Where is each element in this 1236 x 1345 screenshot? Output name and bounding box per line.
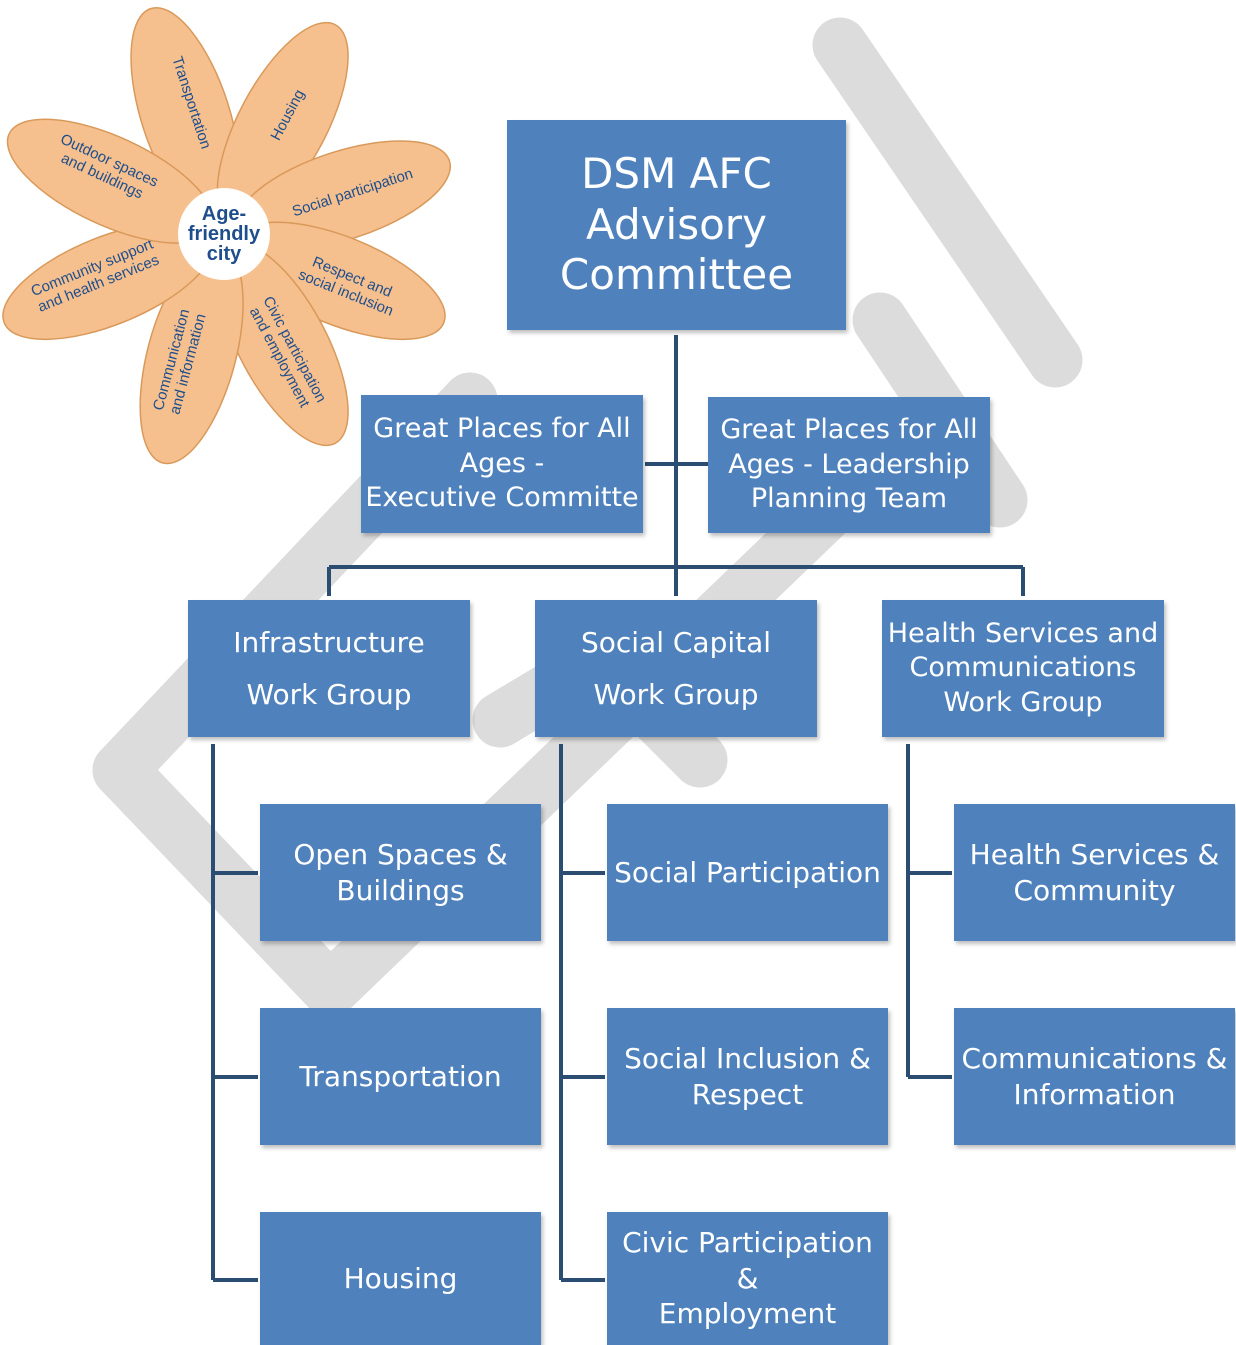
transportation-label: Transportation xyxy=(299,1059,502,1093)
social-inclusion-respect-box[interactable]: Social Inclusion & Respect xyxy=(607,1008,888,1145)
social-capital-work-group-label: Social Capital Work Group xyxy=(580,625,772,711)
housing-box[interactable]: Housing xyxy=(260,1212,541,1345)
flower-center-label: Age- friendly city xyxy=(188,203,261,265)
advisory-committee-label: DSM AFC Advisory Committee xyxy=(559,149,794,300)
infrastructure-work-group[interactable]: Infrastructure Work Group xyxy=(188,600,470,737)
health-services-community-label: Health Services & Community xyxy=(969,837,1220,907)
social-participation-label: Social Participation xyxy=(614,855,881,889)
leadership-planning-team-label: Great Places for All Ages - Leadership P… xyxy=(720,414,978,515)
civic-participation-employment-label: Civic Participation & Employment xyxy=(622,1225,873,1331)
transportation-box[interactable]: Transportation xyxy=(260,1008,541,1145)
social-participation-box[interactable]: Social Participation xyxy=(607,804,888,941)
executive-committee-box[interactable]: Great Places for All Ages - Executive Co… xyxy=(361,395,643,533)
health-services-community-box[interactable]: Health Services & Community xyxy=(954,804,1235,941)
civic-participation-employment-box[interactable]: Civic Participation & Employment xyxy=(607,1212,888,1345)
dsm-afc-advisory-committee[interactable]: DSM AFC Advisory Committee xyxy=(507,120,846,330)
social-inclusion-respect-label: Social Inclusion & Respect xyxy=(624,1041,871,1111)
executive-committee-label: Great Places for All Ages - Executive Co… xyxy=(365,413,639,514)
center-line-1: Age- xyxy=(202,203,246,225)
infrastructure-work-group-label: Infrastructure Work Group xyxy=(233,625,425,711)
flower-center xyxy=(178,188,270,280)
health-communications-work-group[interactable]: Health Services and Communications Work … xyxy=(882,600,1164,737)
housing-label: Housing xyxy=(343,1261,458,1295)
communications-information-box[interactable]: Communications & Information xyxy=(954,1008,1235,1145)
social-capital-work-group[interactable]: Social Capital Work Group xyxy=(535,600,817,737)
health-communications-work-group-label: Health Services and Communications Work … xyxy=(887,617,1159,718)
center-line-2: friendly xyxy=(188,223,261,245)
leadership-planning-team-box[interactable]: Great Places for All Ages - Leadership P… xyxy=(708,397,990,533)
open-spaces-buildings-box[interactable]: Open Spaces & Buildings xyxy=(260,804,541,941)
center-line-3: city xyxy=(207,243,242,265)
petal-transportation: Transportation xyxy=(130,6,241,224)
open-spaces-buildings-label: Open Spaces & Buildings xyxy=(293,837,508,907)
communications-information-label: Communications & Information xyxy=(961,1041,1228,1111)
